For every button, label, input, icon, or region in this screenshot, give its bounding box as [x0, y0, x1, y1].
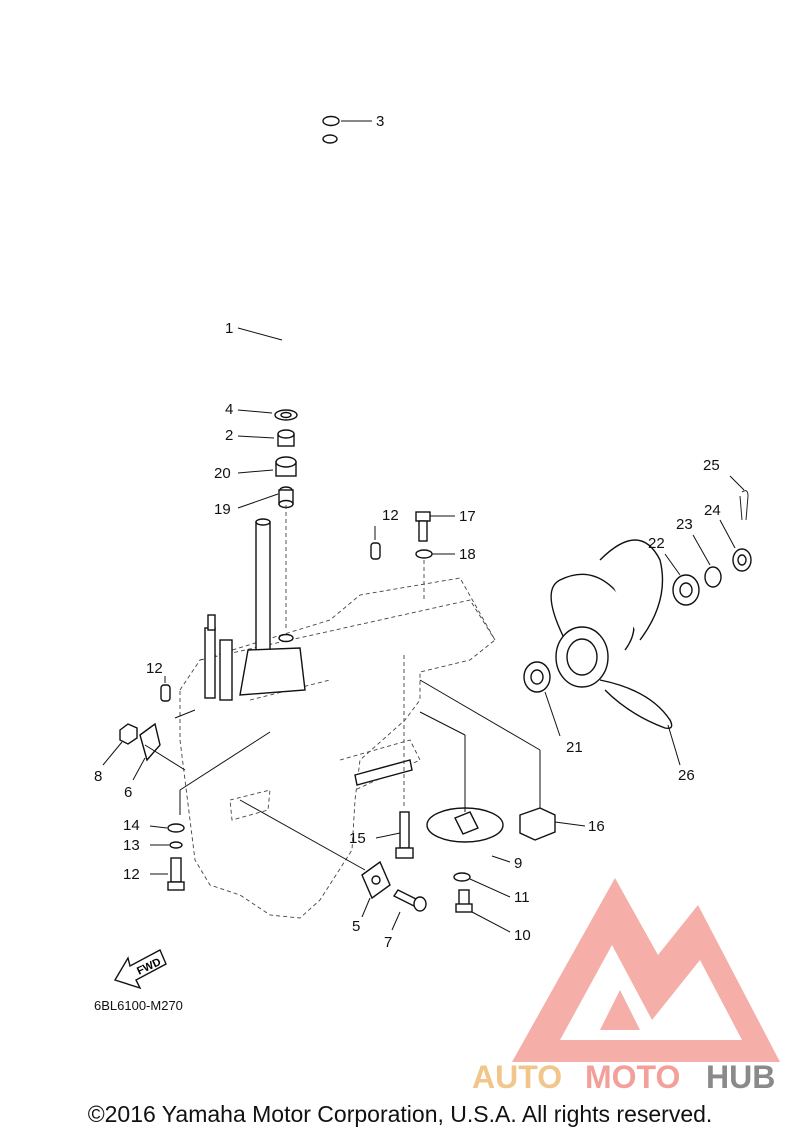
callout-4: 4 — [225, 401, 233, 418]
watermark-moto: MOTO — [585, 1059, 680, 1095]
drive-shaft — [204, 518, 306, 701]
callout-20: 19 — [214, 501, 231, 518]
grommet-6 — [139, 722, 161, 762]
tube-seal-stack — [274, 409, 298, 509]
nut-25 — [732, 548, 752, 572]
watermark-logo — [512, 878, 780, 1062]
leader-lines — [102, 120, 745, 933]
washer-24 — [704, 566, 722, 588]
bolt-13 — [167, 857, 185, 891]
callout-7: 7 — [384, 934, 392, 951]
thrust-washer-22 — [523, 661, 551, 693]
bolt-16 — [395, 811, 414, 859]
callout-18: 17 — [459, 508, 476, 525]
callout-14: 13 — [123, 837, 140, 854]
callout-11: 11 — [514, 889, 530, 906]
propeller-27 — [550, 539, 673, 730]
callout-5: 5 — [352, 918, 360, 935]
watermark-text: AUTO MOTO HUB — [472, 1059, 775, 1095]
callout-8: 8 — [94, 768, 102, 785]
washer-15 — [167, 823, 185, 833]
watermark-hub: HUB — [706, 1059, 775, 1095]
callout-15: 14 — [123, 817, 140, 834]
callout-12a: 12 — [382, 507, 399, 524]
dowel-pin-left — [160, 684, 171, 702]
callout-1: 1 — [225, 320, 233, 337]
callout-17: 16 — [588, 818, 605, 835]
callout-2: 2 — [225, 427, 233, 444]
callout-12b: 12 — [146, 660, 163, 677]
callout-26: 25 — [703, 457, 720, 474]
dowel-pin-upper — [370, 542, 381, 560]
part-3-washer — [322, 115, 340, 127]
water-tube — [278, 134, 338, 405]
callout-22: 21 — [566, 739, 583, 756]
fwd-label: FWD — [135, 956, 163, 977]
callout-9: 9 — [514, 855, 522, 872]
spacer-23 — [672, 574, 700, 606]
callout-19: 18 — [459, 546, 476, 563]
washer-19 — [415, 549, 433, 559]
copyright-notice: ©2016 Yamaha Motor Corporation, U.S.A. A… — [87, 1101, 713, 1127]
callout-3: 3 — [376, 113, 384, 130]
callout-25: 24 — [704, 502, 721, 519]
washer-11 — [453, 872, 471, 882]
drawing-code: 6BL6100-M270 — [94, 998, 183, 1013]
grommet-5 — [361, 860, 391, 900]
propeller-shaft — [354, 759, 413, 786]
callout-27: 26 — [678, 767, 695, 784]
callout-23: 22 — [648, 535, 665, 552]
callout-16: 15 — [349, 830, 366, 847]
fwd-arrow: FWD — [113, 949, 167, 990]
trim-tab-9 — [426, 807, 504, 843]
bolt-18 — [415, 511, 431, 542]
callout-10: 10 — [514, 927, 531, 944]
lower-unit-housing — [179, 577, 496, 919]
callout-21: 20 — [214, 465, 231, 482]
callout-13: 12 — [123, 866, 140, 883]
screw-7 — [392, 889, 427, 912]
callout-labels: 3 1 4 2 20 19 12 17 18 12 8 6 14 13 12 1… — [94, 113, 721, 951]
bolt-10 — [455, 889, 473, 913]
washer-14 — [169, 841, 183, 849]
cotter-pin-26 — [739, 490, 749, 521]
callout-24: 23 — [676, 516, 693, 533]
callout-6: 6 — [124, 784, 132, 801]
anode-17 — [519, 807, 556, 841]
watermark-auto: AUTO — [472, 1059, 562, 1095]
nut-8 — [119, 723, 138, 745]
